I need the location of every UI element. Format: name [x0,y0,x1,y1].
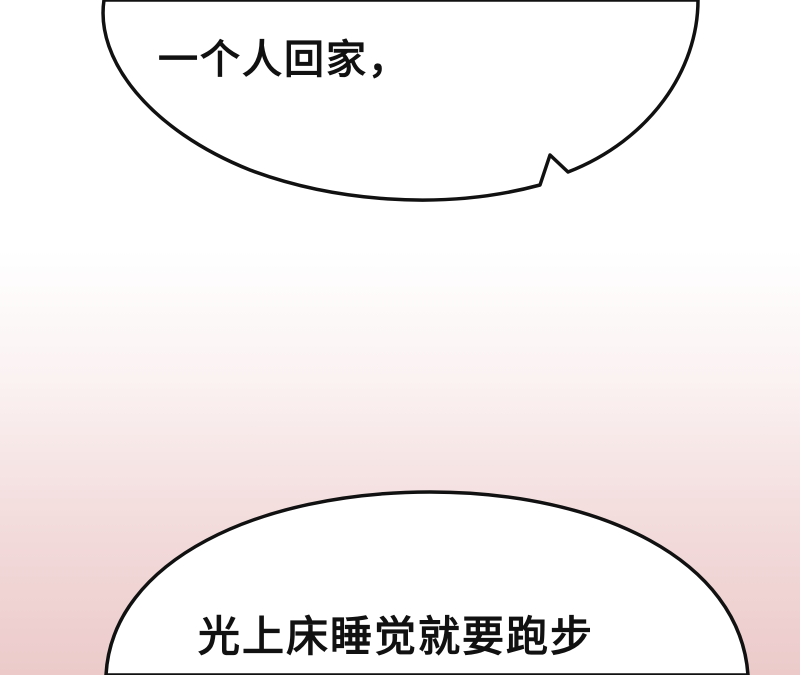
speech-bubble-top [101,0,700,202]
speech-bubble-bottom-text: 光上床睡觉就要跑步 [198,612,595,661]
speech-bubble-top-text: 一个人回家， [158,37,410,83]
speech-bubble-bottom [104,490,750,675]
